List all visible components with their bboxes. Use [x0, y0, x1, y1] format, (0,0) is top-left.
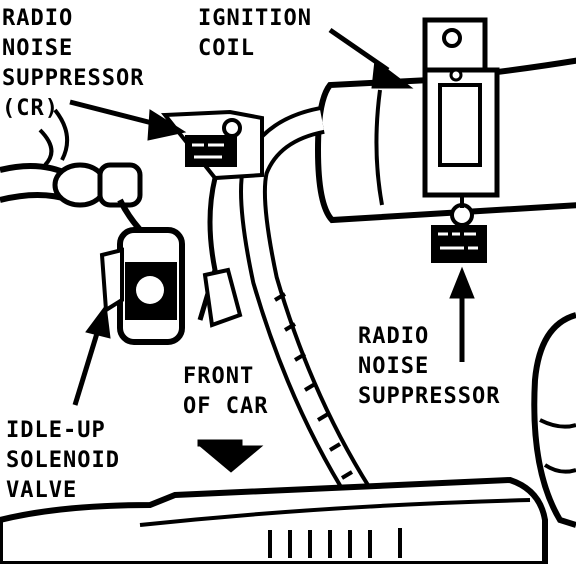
air-cleaner-housing: [0, 476, 548, 564]
label-idle-up-solenoid-valve: IDLE-UP SOLENOID VALVE: [6, 416, 120, 506]
label-line: FRONT: [183, 364, 255, 389]
radio-noise-suppressor: [431, 195, 487, 263]
arrow-suppressor-head: [449, 266, 475, 299]
front-of-car-arrow: [197, 439, 264, 473]
coil-wire: [238, 106, 372, 503]
arrow-idle-up: [72, 329, 101, 406]
radio-noise-suppressor-cr: [161, 109, 264, 328]
label-line: IGNITION: [198, 6, 312, 31]
idle-up-solenoid-valve: [0, 108, 185, 345]
label-radio-noise-suppressor: RADIO NOISE SUPPRESSOR: [358, 322, 500, 412]
distributor: [531, 312, 576, 528]
ignition-coil: [314, 17, 576, 224]
arrow-coil-head: [371, 59, 414, 89]
label-front-of-car: FRONT OF CAR: [183, 362, 268, 422]
label-line: NOISE: [2, 36, 74, 61]
arrow-cr: [69, 99, 161, 128]
label-line: IDLE-UP: [6, 418, 106, 443]
label-line: VALVE: [6, 478, 78, 503]
arrows: [69, 27, 475, 473]
label-radio-noise-suppressor-cr: RADIO NOISE SUPPRESSOR (CR): [2, 4, 144, 124]
label-line: NOISE: [358, 354, 430, 379]
arrow-idle-up-head: [85, 303, 111, 339]
arrow-cr-head: [147, 109, 187, 141]
label-line: SUPPRESSOR: [358, 384, 501, 409]
label-line: SUPPRESSOR: [2, 66, 145, 91]
label-line: (CR): [2, 96, 59, 121]
label-line: RADIO: [358, 324, 430, 349]
label-line: SOLENOID: [6, 448, 120, 473]
label-ignition-coil: IGNITION COIL: [198, 4, 312, 64]
label-line: COIL: [198, 36, 255, 61]
label-line: OF CAR: [183, 394, 269, 419]
label-line: RADIO: [2, 6, 74, 31]
